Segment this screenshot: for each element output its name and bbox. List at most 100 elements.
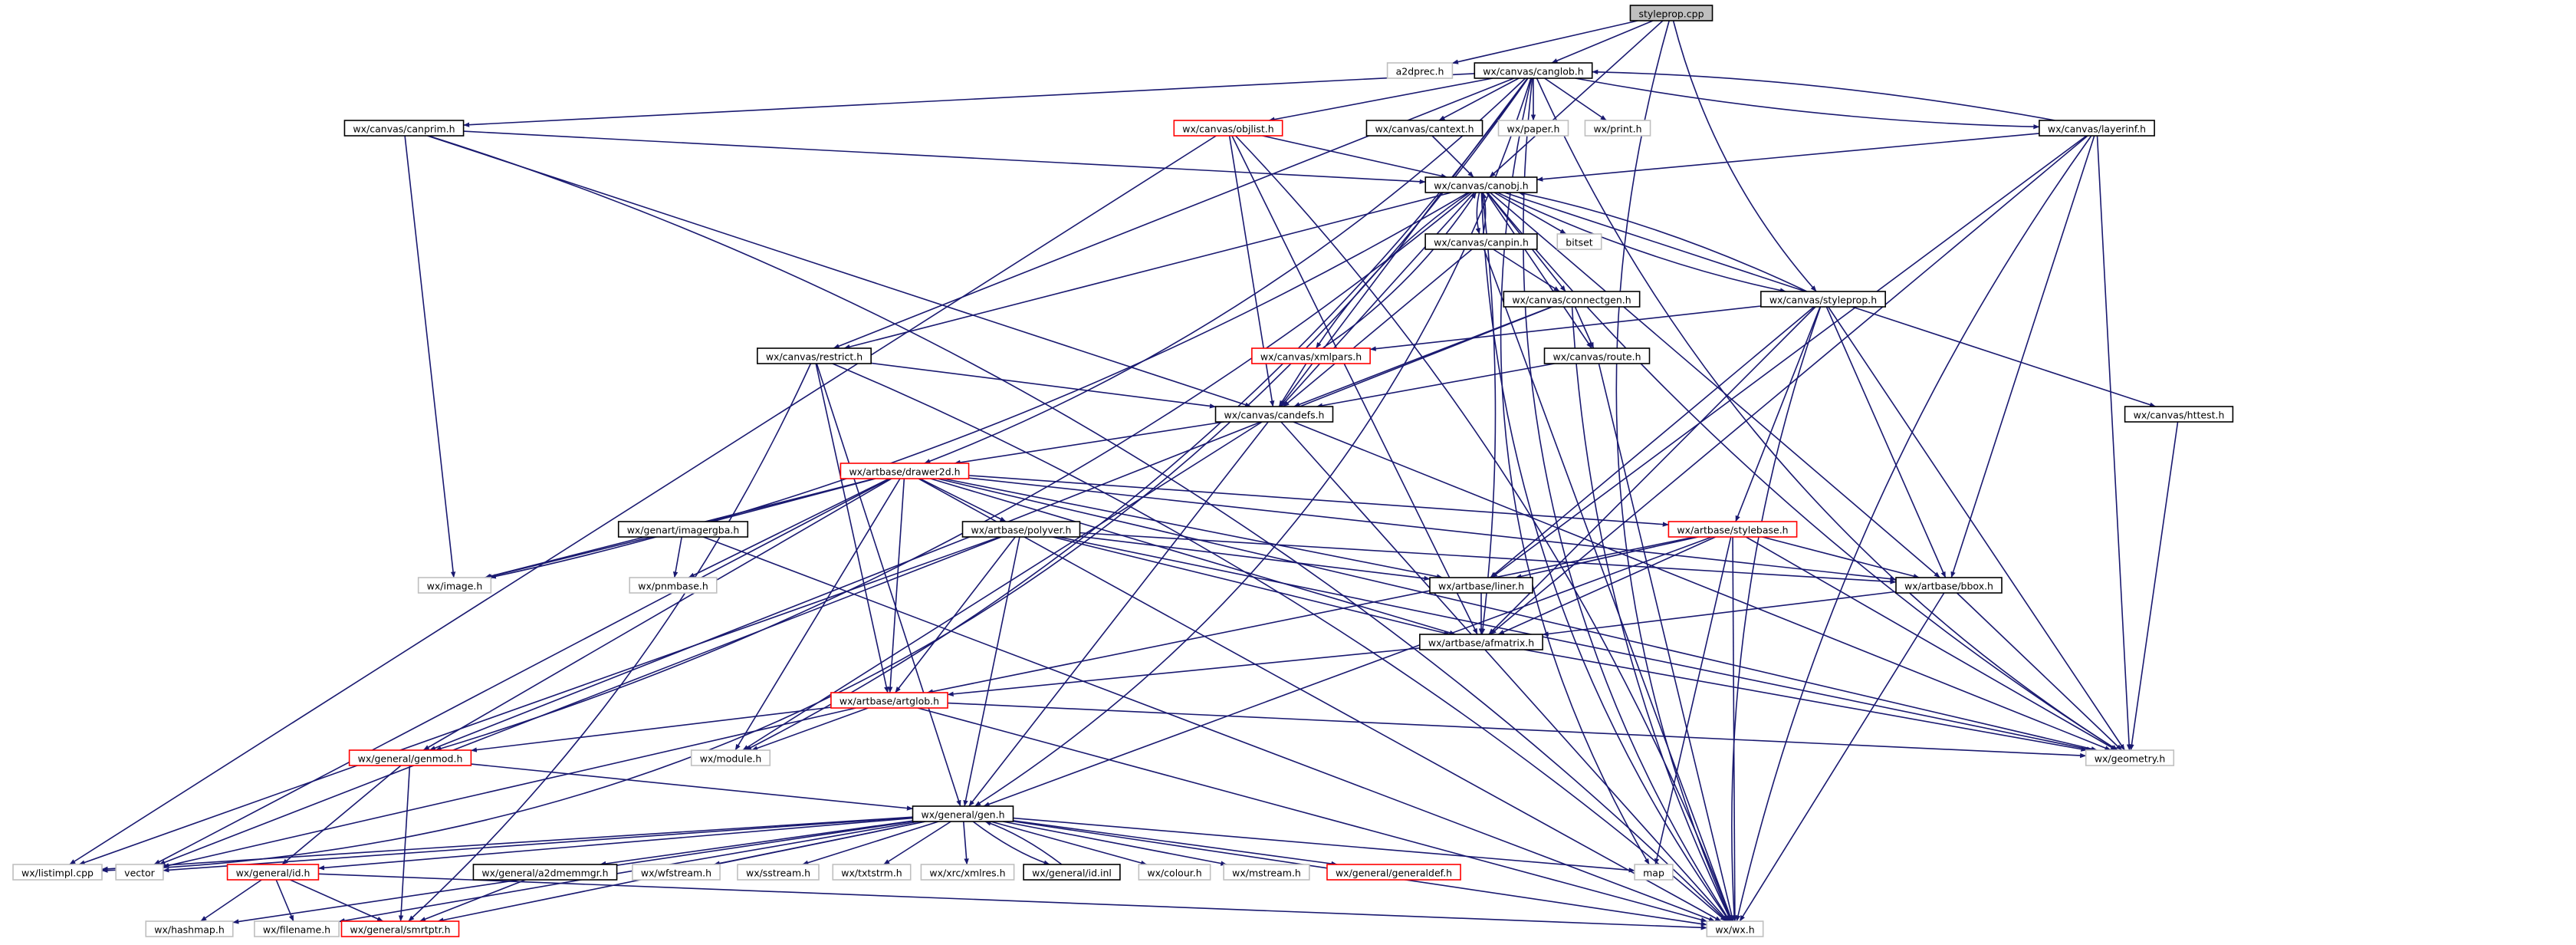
node-httest-h[interactable]: wx/canvas/httest.h: [2124, 406, 2234, 423]
edge-layerinf_h-to-bbox_h: [1950, 135, 2095, 578]
edge-canobj_h-to-restrict_h: [843, 192, 1452, 350]
node-label: wx/canvas/xmlpars.h: [1260, 351, 1362, 363]
node-xmlpars-h[interactable]: wx/canvas/xmlpars.h: [1251, 347, 1371, 364]
edge-drawer2d_h-to-genmod_h: [422, 478, 892, 751]
node-bbox-h[interactable]: wx/artbase/bbox.h: [1895, 577, 2003, 594]
edge-artglob_h-to-geometry_h: [948, 702, 2087, 759]
edge-canobj_h-to-route_h: [1486, 192, 1592, 349]
node-box: [417, 577, 492, 594]
node-drawer2d-h[interactable]: wx/artbase/drawer2d.h: [840, 463, 970, 479]
node-paper-h: wx/paper.h: [1497, 120, 1569, 137]
edge-canobj_h-to-canpin_h: [1475, 192, 1480, 235]
node-candefs-h[interactable]: wx/canvas/candefs.h: [1214, 406, 1334, 423]
edge-canobj_h-to-xmlpars_h: [1315, 192, 1470, 349]
node-canobj-h[interactable]: wx/canvas/canobj.h: [1424, 176, 1538, 193]
node-artglob-h[interactable]: wx/artbase/artglob.h: [830, 692, 948, 709]
node-canglob-h[interactable]: wx/canvas/canglob.h: [1474, 62, 1593, 79]
node-polyver-h[interactable]: wx/artbase/polyver.h: [961, 521, 1081, 538]
edge-objlist_h-to-canobj_h: [1262, 135, 1447, 179]
node-label: wx/canvas/styleprop.h: [1769, 295, 1877, 306]
node-restrict-h[interactable]: wx/canvas/restrict.h: [757, 347, 872, 364]
edge-drawer2d_h-to-module_h: [734, 478, 901, 751]
node-canprim-h[interactable]: wx/canvas/canprim.h: [343, 120, 465, 137]
node-label: wx/artbase/drawer2d.h: [849, 466, 960, 478]
edge-polyver_h-to-vector: [159, 536, 1002, 865]
node-connectgen-h[interactable]: wx/canvas/connectgen.h: [1503, 291, 1641, 308]
edge-layerinf_h-to-liner_h: [1490, 135, 2088, 578]
node-box: [340, 920, 460, 937]
edge-stylebase_h-to-wx_h: [1732, 536, 1738, 922]
node-styleprop-cpp[interactable]: styleprop.cpp: [1629, 5, 1714, 21]
edge-gen_h-to-id_h: [318, 817, 913, 871]
node-id-h[interactable]: wx/general/id.h: [226, 864, 320, 881]
edge-connectgen_h-to-route_h: [1574, 306, 1595, 349]
node-wx-h: wx/wx.h: [1706, 920, 1764, 937]
edge-styleprop_h-to-geometry_h: [1828, 306, 2125, 751]
node-hashmap-h: wx/hashmap.h: [145, 920, 234, 937]
node-box: [1584, 120, 1651, 137]
edge-gen_h-to-sstream_h: [802, 821, 939, 865]
node-layer: styleprop.cpp a2dprec.h wx/canvas/canglob.…: [12, 5, 2234, 937]
node-box: [629, 577, 718, 594]
edge-id_h-to-wx_h: [318, 873, 1707, 930]
edge-canprim_h-to-image_h: [404, 135, 456, 578]
node-box: [690, 749, 771, 766]
node-gen-h[interactable]: wx/general/gen.h: [912, 805, 1014, 822]
edge-cantext_h-to-canobj_h: [1431, 135, 1474, 178]
node-box: [1251, 347, 1371, 364]
edge-drawer2d_h-to-afmatrix_h: [930, 478, 1456, 635]
node-box: [2039, 120, 2155, 137]
node-label: wx/canvas/canprim.h: [353, 123, 455, 135]
edge-canglob_h-to-map: [1500, 77, 1650, 865]
node-label: styleprop.cpp: [1638, 8, 1704, 20]
edge-drawer2d_h-to-liner_h: [943, 478, 1443, 579]
edge-bbox_h-to-geometry_h: [1956, 592, 2123, 751]
edge-gen_h-to-vector: [163, 816, 913, 873]
node-genmod-h[interactable]: wx/general/genmod.h: [348, 749, 472, 766]
node-label: wx/mstream.h: [1232, 868, 1301, 879]
edge-styleprop_h-to-canobj_h: [1518, 191, 1808, 292]
node-label: wx/artbase/afmatrix.h: [1428, 637, 1534, 649]
edge-styleprop_cpp-to-styleprop_h: [1672, 20, 1817, 292]
node-route-h[interactable]: wx/canvas/route.h: [1543, 347, 1651, 364]
node-box: [1668, 521, 1798, 538]
node-box: [1138, 864, 1211, 881]
node-box: [1706, 920, 1764, 937]
edge-artglob_h-to-wx_h: [917, 707, 1707, 923]
node-module-h: wx/module.h: [690, 749, 771, 766]
node-smrtptr-h[interactable]: wx/general/smrtptr.h: [340, 920, 460, 937]
edge-canobj_h-to-geometry_h: [1487, 192, 2118, 751]
node-generaldef-h[interactable]: wx/general/generaldef.h: [1326, 864, 1461, 881]
node-canpin-h[interactable]: wx/canvas/canpin.h: [1424, 233, 1538, 250]
node-label: wx/sstream.h: [746, 868, 810, 879]
edge-polyver_h-to-gen_h: [963, 536, 1020, 807]
edge-canglob_h-to-cantext_h: [1438, 77, 1520, 121]
node-styleprop-h[interactable]: wx/canvas/styleprop.h: [1760, 291, 1886, 308]
edge-gen_h-to-id_inl: [972, 821, 1050, 865]
node-imagergba-h[interactable]: wx/genart/imagergba.h: [617, 521, 749, 538]
node-cantext-h[interactable]: wx/canvas/cantext.h: [1365, 120, 1484, 137]
edge-canglob_h-to-wx_h: [1523, 77, 1731, 922]
node-box: [1424, 233, 1538, 250]
node-objlist-h[interactable]: wx/canvas/objlist.h: [1173, 120, 1283, 137]
node-box: [145, 920, 234, 937]
node-box: [912, 805, 1014, 822]
node-layerinf-h[interactable]: wx/canvas/layerinf.h: [2039, 120, 2155, 137]
node-label: wx/image.h: [427, 581, 483, 592]
node-box: [1474, 62, 1593, 79]
node-a2dmemmgr-h[interactable]: wx/general/a2dmemmgr.h: [472, 864, 618, 881]
edge-canpin_h-to-canobj_h: [1482, 192, 1487, 235]
node-stylebase-h[interactable]: wx/artbase/stylebase.h: [1668, 521, 1798, 538]
edge-bbox_h-to-wx_h: [1739, 592, 1945, 922]
node-label: wx/paper.h: [1507, 123, 1560, 135]
edge-canprim_h-to-canobj_h: [463, 130, 1426, 184]
node-id-inl[interactable]: wx/general/id.inl: [1023, 864, 1121, 881]
node-a2dprec-h: a2dprec.h: [1386, 62, 1454, 79]
node-label: wx/artbase/liner.h: [1438, 581, 1524, 592]
node-image-h: wx/image.h: [417, 577, 492, 594]
node-liner-h[interactable]: wx/artbase/liner.h: [1429, 577, 1533, 594]
edge-restrict_h-to-smrtptr_h: [408, 363, 812, 922]
node-box: [757, 347, 872, 364]
node-afmatrix-h[interactable]: wx/artbase/afmatrix.h: [1419, 634, 1543, 650]
edge-route_h-to-candefs_h: [1316, 363, 1555, 408]
